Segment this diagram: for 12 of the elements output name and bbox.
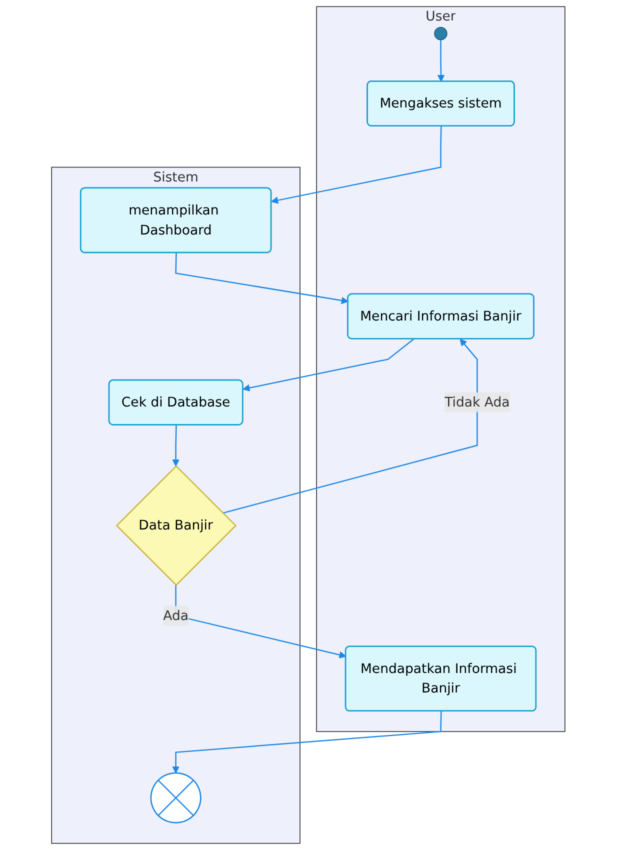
arrow: [172, 425, 180, 466]
arrow: [222, 338, 478, 514]
arrow: [242, 338, 414, 392]
arrow: [271, 126, 442, 204]
node-circle: [434, 26, 448, 40]
edge-label: Tidak Ada: [444, 394, 510, 410]
edge-label: Ada: [163, 607, 189, 624]
node-diamond: Data Banjir: [116, 465, 237, 586]
arrow: [175, 585, 346, 658]
arrow: [172, 711, 442, 774]
arrow: [438, 40, 445, 82]
arrow: [175, 252, 349, 304]
